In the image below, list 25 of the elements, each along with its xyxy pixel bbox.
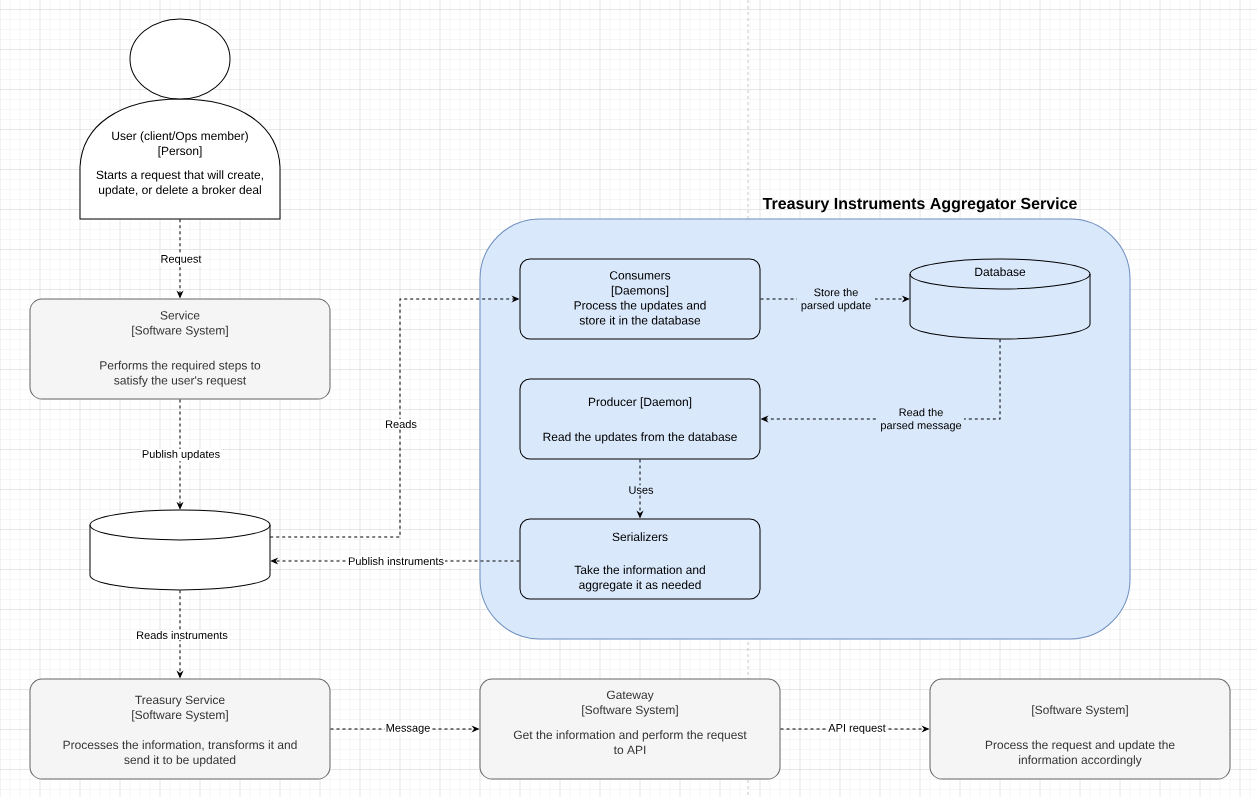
edge-label: Message <box>384 723 432 735</box>
arrow <box>177 399 183 510</box>
arrow <box>177 589 183 678</box>
edge-label: Publish instruments <box>347 555 445 567</box>
edge-label: Reads <box>384 418 418 430</box>
node-label: Treasury Instruments Aggregator Service <box>762 197 1077 213</box>
rounded-box: Treasury Service [Software System] Processes the information, transforms it and send it to be updated <box>29 678 331 780</box>
rounded-box: Gateway [Software System] Get the information and perform the request to API <box>479 678 781 780</box>
rounded-box: Serializers Take the information and aggregate it as needed <box>519 518 761 600</box>
edge-label: Store the parsed update <box>797 286 875 314</box>
rounded-box: Producer [Daemon] Read the updates from the database <box>519 378 761 460</box>
arrow <box>637 459 643 518</box>
edge-label: Request <box>159 254 203 266</box>
edge-label: Reads instruments <box>135 629 229 641</box>
database-cylinder <box>89 509 271 591</box>
edge-label: Uses <box>627 485 655 495</box>
edge-label: Publish updates <box>140 448 222 462</box>
rounded-box: Service [Software System] Performs the required steps to satisfy the user's request <box>29 298 331 400</box>
edge-label: API request <box>827 723 887 735</box>
database-cylinder: Database <box>909 258 1091 340</box>
edge-label: Read the parsed message <box>878 406 964 434</box>
arrow <box>177 218 183 298</box>
arrow <box>269 296 519 538</box>
rounded-box: Consumers [Daemons] Process the updates and store it in the database <box>519 258 761 340</box>
rounded-box: [Software System] Process the request and update the information accordingly <box>929 678 1231 780</box>
